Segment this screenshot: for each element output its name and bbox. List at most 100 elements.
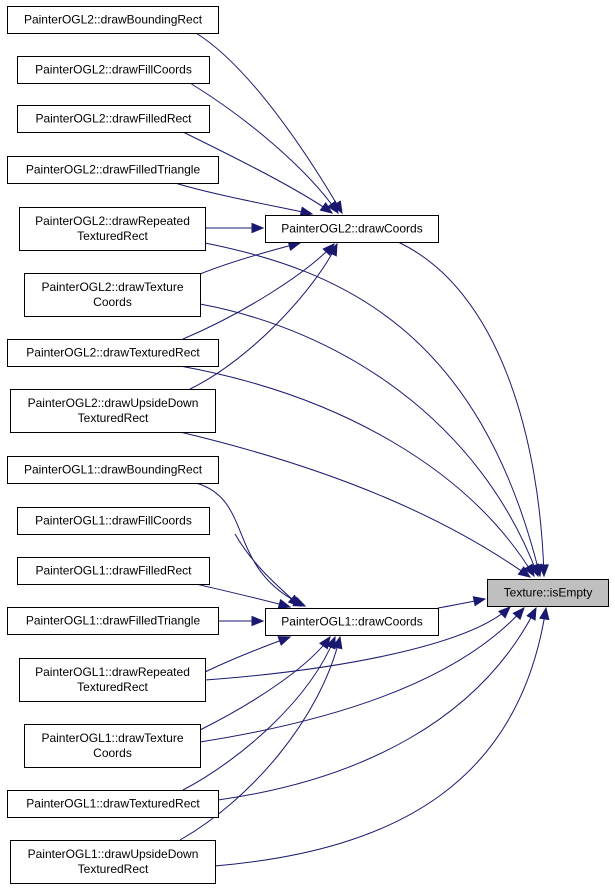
node-ogl2-filledtri[interactable]: PainterOGL2::drawFilledTriangle xyxy=(7,156,219,184)
node-tex-isempty[interactable]: Texture::isEmpty xyxy=(487,579,609,607)
node-ogl2-filledrect[interactable]: PainterOGL2::drawFilledRect xyxy=(17,105,210,133)
edge-line xyxy=(204,242,541,577)
edge-ogl2_texrect-to-ogl2_coords xyxy=(182,243,335,340)
node-label: Texture::isEmpty xyxy=(504,586,593,600)
node-box xyxy=(7,339,219,367)
node-box xyxy=(265,608,439,636)
node-box xyxy=(7,156,219,184)
node-ogl1-filledtri[interactable]: PainterOGL1::drawFilledTriangle xyxy=(7,607,219,635)
arrowhead xyxy=(332,635,343,650)
node-box xyxy=(19,658,206,702)
node-ogl1-fillcoords[interactable]: PainterOGL1::drawFillCoords xyxy=(17,507,210,535)
node-ogl2-fillcoords[interactable]: PainterOGL2::drawFillCoords xyxy=(17,56,210,84)
node-ogl1-bounding[interactable]: PainterOGL1::drawBoundingRect xyxy=(7,456,219,484)
node-label: TexturedRect xyxy=(77,229,148,243)
arrowhead xyxy=(327,200,339,215)
node-box xyxy=(19,207,206,251)
edge-ogl1_filledrect-to-ogl1_coords xyxy=(195,583,292,609)
edge-line xyxy=(179,431,531,578)
edge-ogl1_upside-to-ogl1_coords xyxy=(179,635,343,841)
node-label: PainterOGL1::drawTexture xyxy=(41,731,183,745)
arrowhead xyxy=(319,202,334,214)
node-label: TexturedRect xyxy=(78,411,149,425)
arrowhead xyxy=(526,606,537,621)
edge-ogl2_upside-to-tex_isempty xyxy=(179,431,532,578)
node-box xyxy=(7,790,219,818)
node-box xyxy=(265,215,439,243)
arrowhead xyxy=(498,606,511,619)
edge-line xyxy=(204,636,291,673)
edge-ogl2_repeated-to-ogl2_coords xyxy=(205,222,265,234)
edge-ogl1_fillcoords-to-ogl1_coords xyxy=(234,533,302,607)
node-ogl2-texrect[interactable]: PainterOGL2::drawTexturedRect xyxy=(7,339,219,367)
node-ogl1-filledrect[interactable]: PainterOGL1::drawFilledRect xyxy=(17,557,210,585)
edge-line xyxy=(199,303,539,577)
edge-ogl1_upside-to-tex_isempty xyxy=(214,606,550,867)
node-label: PainterOGL2::drawRepeated xyxy=(35,214,190,228)
node-box xyxy=(487,579,609,607)
node-label: PainterOGL1::drawCoords xyxy=(281,615,422,629)
node-label: PainterOGL2::drawUpsideDown xyxy=(28,396,199,410)
edge-ogl2_texcoords-to-ogl2_coords xyxy=(199,240,302,275)
node-label: Coords xyxy=(93,746,132,760)
edge-line xyxy=(179,365,535,577)
edge-ogl1_texcoords-to-tex_isempty xyxy=(199,607,525,743)
edge-ogl1_coords-to-tex_isempty xyxy=(437,596,487,609)
edge-ogl2_fillcoords-to-ogl2_coords xyxy=(189,82,339,215)
node-ogl1-texrect[interactable]: PainterOGL1::drawTexturedRect xyxy=(7,790,219,818)
edge-ogl2_filledtri-to-ogl2_coords xyxy=(174,182,314,217)
node-label: PainterOGL1::drawFilledRect xyxy=(35,564,192,578)
arrowhead xyxy=(512,607,525,621)
node-label: TexturedRect xyxy=(78,862,149,876)
edge-ogl2_repeated-to-tex_isempty xyxy=(204,242,543,578)
node-label: PainterOGL2::drawTexture xyxy=(41,280,183,294)
arrowhead xyxy=(251,615,265,627)
edge-line xyxy=(199,636,331,731)
edge-line xyxy=(199,242,301,275)
node-box xyxy=(10,389,216,433)
edge-line xyxy=(217,607,537,801)
node-box xyxy=(7,6,219,34)
edge-line xyxy=(199,607,525,743)
node-label: PainterOGL1::drawUpsideDown xyxy=(28,847,199,861)
node-label: Coords xyxy=(93,295,132,309)
edge-line xyxy=(174,182,313,215)
edge-line xyxy=(214,607,547,867)
node-ogl2-bounding[interactable]: PainterOGL2::drawBoundingRect xyxy=(7,6,219,34)
edge-ogl2_filledrect-to-ogl2_coords xyxy=(182,131,334,214)
arrowhead xyxy=(277,598,292,609)
edge-line xyxy=(182,636,336,791)
node-ogl2-coords[interactable]: PainterOGL2::drawCoords xyxy=(265,215,439,243)
edge-line xyxy=(182,243,335,340)
edge-ogl2_upside-to-ogl2_coords xyxy=(189,242,338,390)
arrowhead xyxy=(299,206,314,217)
arrowhead xyxy=(517,566,532,578)
node-box xyxy=(7,456,219,484)
edge-ogl2_texcoords-to-tex_isempty xyxy=(199,303,539,578)
nodes-layer: PainterOGL2::drawBoundingRectPainterOGL2… xyxy=(7,6,609,884)
node-box xyxy=(10,840,216,884)
node-box xyxy=(17,56,210,84)
edge-ogl1_texrect-to-tex_isempty xyxy=(217,606,537,801)
edge-line xyxy=(195,32,343,214)
node-label: TexturedRect xyxy=(77,680,148,694)
edges-layer xyxy=(174,32,550,867)
edge-line xyxy=(397,241,545,577)
edge-line xyxy=(179,636,341,841)
edge-line xyxy=(189,243,338,390)
arrowhead xyxy=(539,606,550,621)
edge-ogl2_bounding-to-ogl2_coords xyxy=(195,32,343,215)
edge-line xyxy=(182,131,333,214)
node-label: PainterOGL2::drawBoundingRect xyxy=(24,13,203,27)
node-ogl1-coords[interactable]: PainterOGL1::drawCoords xyxy=(265,608,439,636)
arrowhead xyxy=(523,563,535,578)
node-box xyxy=(17,507,210,535)
node-box xyxy=(24,724,201,768)
